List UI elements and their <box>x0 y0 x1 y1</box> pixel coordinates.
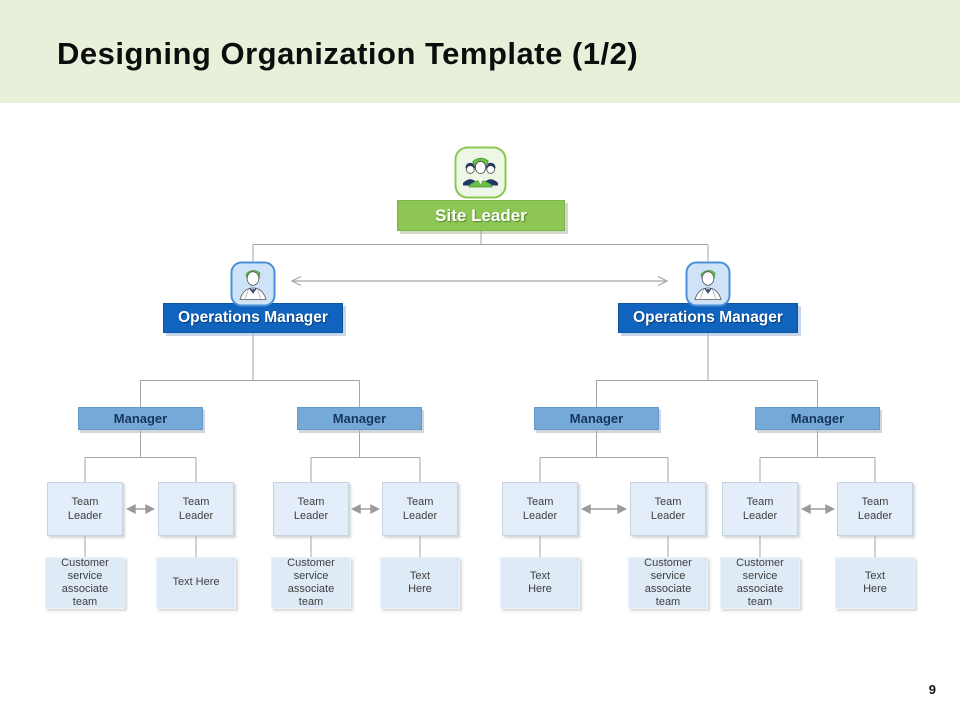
team-label: Customer service associate team <box>736 556 784 609</box>
operations-manager-label: Operations Manager <box>633 309 783 326</box>
team-node: Customer service associate team <box>720 557 800 609</box>
page-title: Designing Organization Template (1/2) <box>57 36 639 71</box>
person-icon <box>685 261 731 307</box>
team-leader-node: Team Leader <box>722 482 798 536</box>
team-node: Customer service associate team <box>628 557 708 609</box>
operations-manager-node: Operations Manager <box>163 303 343 333</box>
operations-manager-label: Operations Manager <box>178 309 328 326</box>
team-node: Customer service associate team <box>45 557 125 609</box>
double-arrow-icon <box>290 275 669 287</box>
team-node: Text Here <box>500 557 580 609</box>
team-group-icon <box>454 146 507 199</box>
team-leader-label: Team Leader <box>650 495 686 522</box>
manager-node: Manager <box>297 407 422 430</box>
team-leader-label: Team Leader <box>178 495 214 522</box>
manager-label: Manager <box>790 411 845 426</box>
team-label: Customer service associate team <box>644 556 692 609</box>
team-leader-node: Team Leader <box>47 482 123 536</box>
team-leader-node: Team Leader <box>502 482 578 536</box>
team-leader-node: Team Leader <box>273 482 349 536</box>
team-node: Text Here <box>156 557 236 609</box>
site-leader-node: Site Leader <box>397 200 565 231</box>
team-leader-node: Team Leader <box>158 482 234 536</box>
operations-manager-node: Operations Manager <box>618 303 798 333</box>
manager-label: Manager <box>113 411 168 426</box>
team-label: Customer service associate team <box>287 556 335 609</box>
manager-label: Manager <box>332 411 387 426</box>
person-icon <box>230 261 276 307</box>
team-leader-node: Team Leader <box>837 482 913 536</box>
team-leader-label: Team Leader <box>522 495 558 522</box>
team-label: Text Here <box>528 569 552 595</box>
team-leader-node: Team Leader <box>382 482 458 536</box>
team-label: Text Here <box>172 576 220 589</box>
team-node: Text Here <box>380 557 460 609</box>
team-leader-label: Team Leader <box>67 495 103 522</box>
manager-node: Manager <box>755 407 880 430</box>
team-node: Customer service associate team <box>271 557 351 609</box>
manager-label: Manager <box>569 411 624 426</box>
team-leader-label: Team Leader <box>293 495 329 522</box>
team-leader-label: Team Leader <box>857 495 893 522</box>
page-number: 9 <box>928 682 936 697</box>
team-leader-label: Team Leader <box>742 495 778 522</box>
team-label: Text Here <box>408 569 432 595</box>
site-leader-label: Site Leader <box>435 205 527 225</box>
team-label: Text Here <box>863 569 887 595</box>
manager-node: Manager <box>534 407 659 430</box>
manager-node: Manager <box>78 407 203 430</box>
team-leader-node: Team Leader <box>630 482 706 536</box>
team-label: Customer service associate team <box>61 556 109 609</box>
title-band: Designing Organization Template (1/2) <box>0 0 960 103</box>
team-leader-label: Team Leader <box>402 495 438 522</box>
team-node: Text Here <box>835 557 915 609</box>
